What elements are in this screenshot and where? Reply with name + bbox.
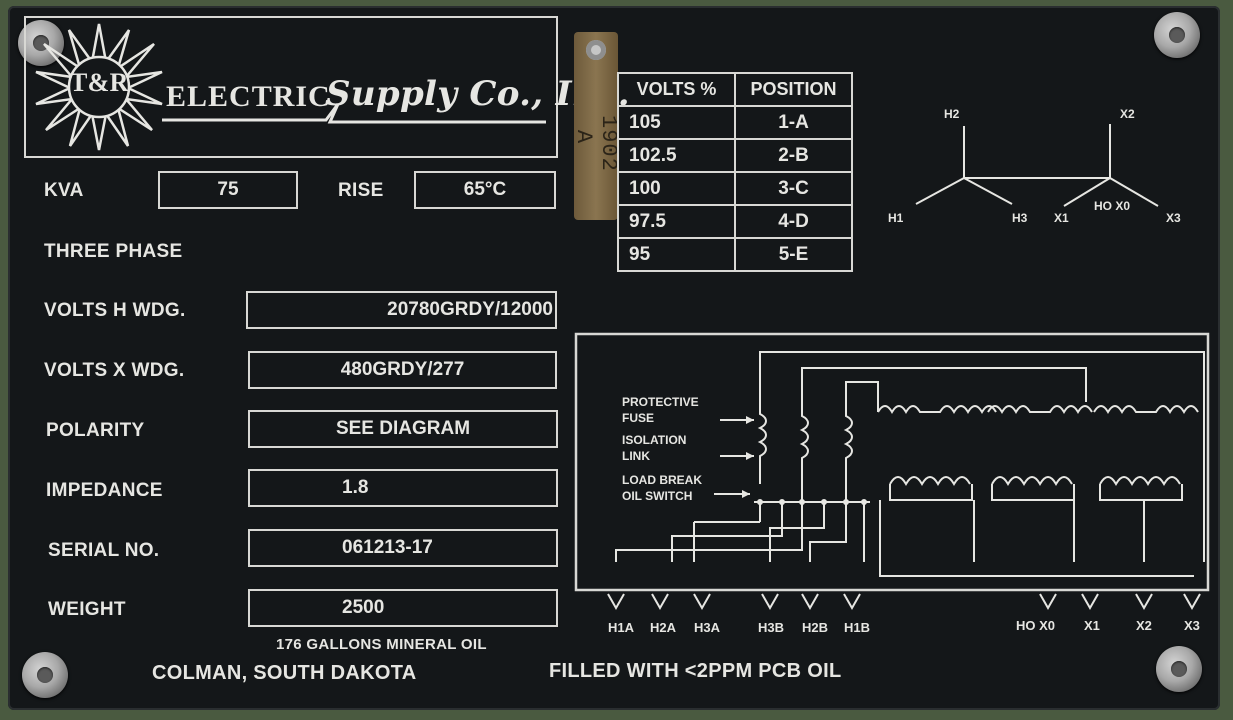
brass-tag: 1902 A — [571, 32, 621, 220]
fuse-label-1: PROTECTIVE — [622, 395, 699, 409]
volts-x-value: 480GRDY/277 — [248, 351, 557, 389]
logo-starburst-icon — [35, 23, 163, 151]
rise-value: 65°C — [414, 171, 556, 209]
tap-volts: 102.5 — [617, 138, 736, 173]
volts-x-label: VOLTS X WDG. — [44, 360, 185, 381]
terminal-x1: X1 — [1084, 618, 1100, 633]
terminal-h3a: H3A — [694, 620, 721, 635]
kva-value: 75 — [158, 171, 298, 209]
logo-underline — [162, 103, 546, 124]
terminal-h2b: H2B — [802, 620, 828, 635]
tap-table-header: VOLTS % POSITION — [617, 72, 853, 107]
link-label-2: LINK — [622, 449, 650, 463]
vector-x2: X2 — [1120, 107, 1135, 121]
tap-position: 4-D — [734, 204, 853, 239]
phase-label: THREE PHASE — [44, 241, 183, 262]
volts-h-value: 20780GRDY/12000 — [246, 291, 557, 329]
location: COLMAN, SOUTH DAKOTA — [152, 662, 417, 684]
tap-header-position: POSITION — [734, 72, 853, 107]
screw-top-right — [1154, 12, 1200, 58]
vector-x1: X1 — [1054, 211, 1069, 225]
impedance-label: IMPEDANCE — [46, 480, 163, 501]
tap-volts: 105 — [617, 105, 736, 140]
tap-header-volts: VOLTS % — [617, 72, 736, 107]
switch-label-1: LOAD BREAK — [622, 473, 702, 487]
polarity-value: SEE DIAGRAM — [248, 410, 558, 448]
terminal-x0: HO X0 — [1016, 618, 1055, 633]
vector-x0: HO X0 — [1094, 199, 1130, 213]
terminal-x2: X2 — [1136, 618, 1152, 633]
weight-label: WEIGHT — [48, 599, 126, 620]
volts-h-label: VOLTS H WDG. — [44, 300, 186, 321]
tag-code: 1902 A — [571, 115, 621, 172]
terminal-h1a: H1A — [608, 620, 635, 635]
tap-volts: 95 — [617, 237, 736, 272]
logo-panel: T&R ELECTRIC Supply Co., Inc. — [24, 16, 630, 158]
nameplate: T&R ELECTRIC Supply Co., Inc. 1902 A KVA… — [8, 6, 1220, 710]
polarity-label: POLARITY — [46, 420, 145, 441]
weight-value: 2500 — [248, 589, 558, 627]
terminal-h2a: H2A — [650, 620, 677, 635]
switch-label-2: OIL SWITCH — [622, 489, 692, 503]
screw-bottom-left — [22, 652, 68, 698]
rise-label: RISE — [338, 180, 384, 201]
logo-brand: ELECTRIC — [166, 80, 331, 113]
terminal-x3: X3 — [1184, 618, 1200, 633]
tap-position: 2-B — [734, 138, 853, 173]
vector-h3: H3 — [1012, 211, 1028, 225]
vector-x3: X3 — [1166, 211, 1181, 225]
vector-h1: H1 — [888, 211, 904, 225]
tap-volts: 97.5 — [617, 204, 736, 239]
serial-value: 061213-17 — [248, 529, 558, 567]
screw-bottom-right — [1156, 646, 1202, 692]
serial-label: SERIAL NO. — [48, 540, 160, 561]
vector-h2: H2 — [944, 107, 960, 121]
vector-diagram: H2 H1 H3 X2 X1 HO X0 X3 — [888, 107, 1181, 225]
tap-position: 3-C — [734, 171, 853, 206]
terminal-h3b: H3B — [758, 620, 784, 635]
fuse-label-2: FUSE — [622, 411, 654, 425]
terminal-h1b: H1B — [844, 620, 870, 635]
logo-mark: T&R — [70, 68, 129, 97]
tag-rivet-icon — [586, 40, 606, 60]
tap-volts: 100 — [617, 171, 736, 206]
wiring-schematic: PROTECTIVE FUSE ISOLATION LINK LOAD BREA… — [574, 332, 1210, 635]
kva-label: KVA — [44, 180, 84, 201]
pcb-note: FILLED WITH <2PPM PCB OIL — [549, 660, 842, 682]
link-label-1: ISOLATION — [622, 433, 686, 447]
tap-position: 1-A — [734, 105, 853, 140]
tap-position: 5-E — [734, 237, 853, 272]
oil-note: 176 GALLONS MINERAL OIL — [276, 636, 487, 653]
impedance-value: 1.8 — [248, 469, 558, 507]
